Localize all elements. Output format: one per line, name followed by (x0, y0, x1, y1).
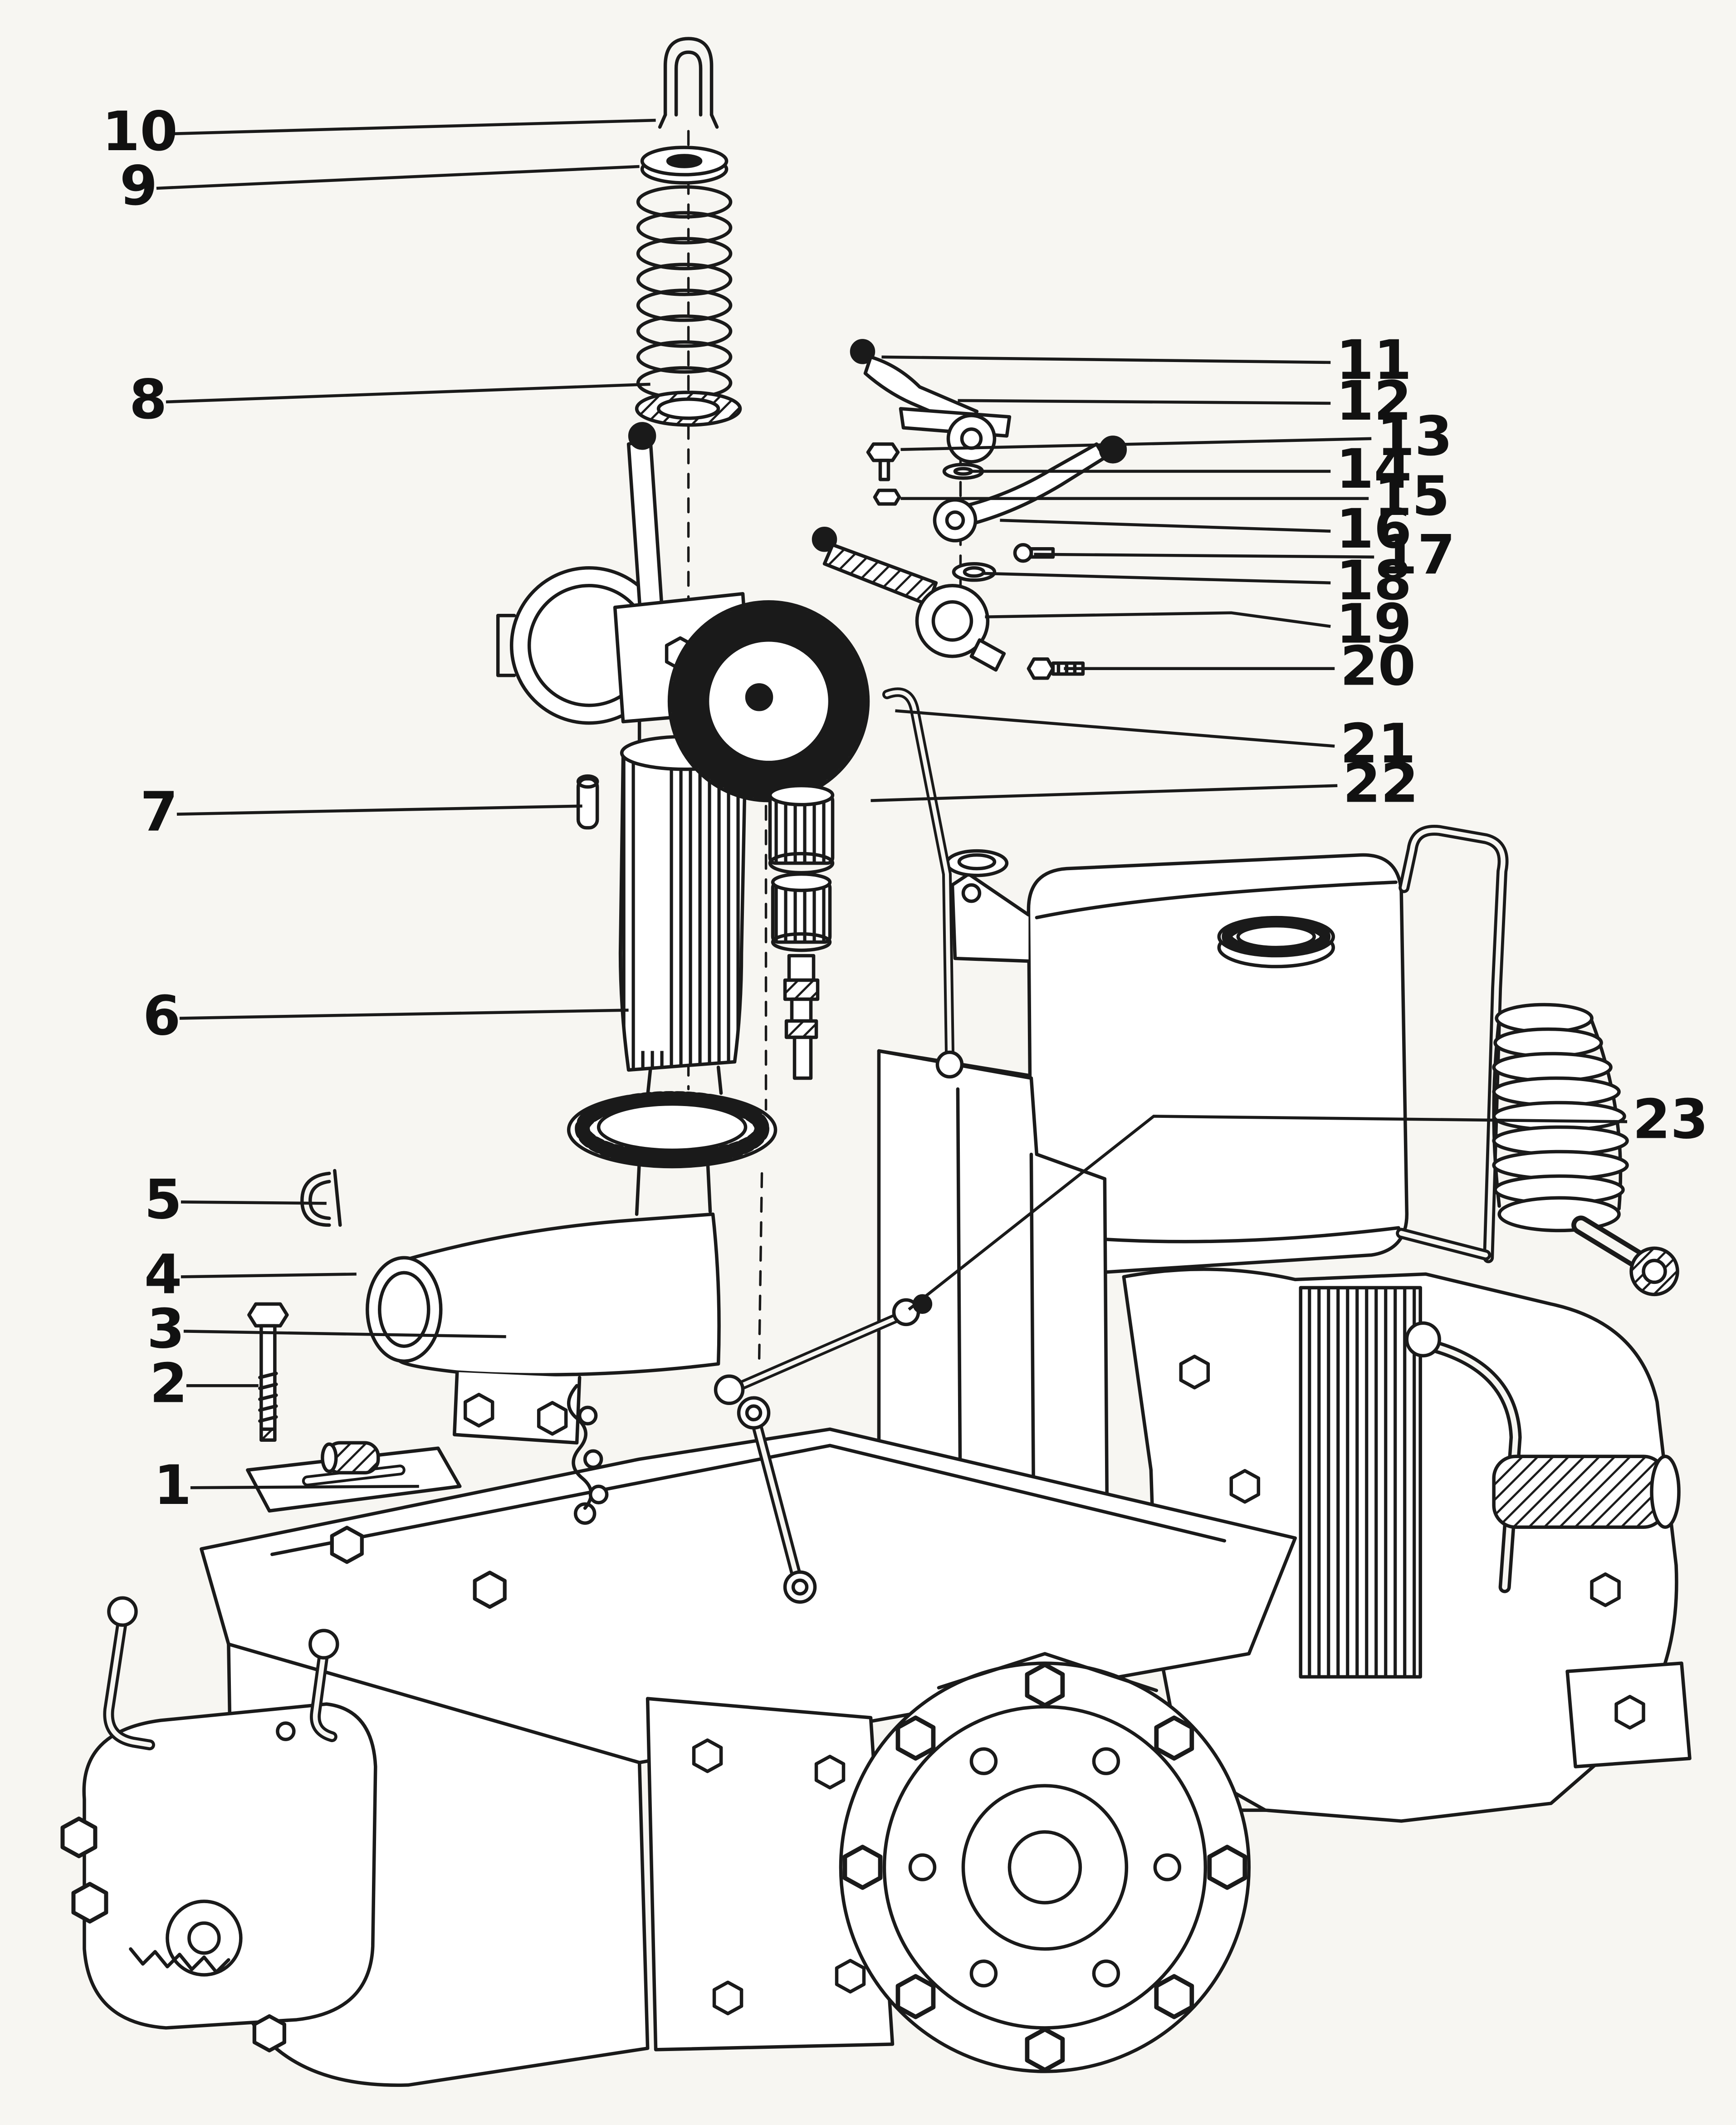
callout-leader-4 (181, 1273, 357, 1278)
control-rod (882, 687, 964, 1079)
air-cleaner-base (567, 1091, 778, 1216)
clutch-housing (839, 1652, 1251, 2073)
governor-linkage-parts (812, 339, 1127, 680)
callout-leader-18 (982, 572, 1331, 585)
callout-label-17: 17 (1379, 524, 1455, 587)
callout-label-20: 20 (1340, 635, 1416, 698)
callout-label-9: 9 (120, 155, 157, 218)
callout-leader-17 (1034, 553, 1374, 559)
callout-leader-21 (895, 709, 1335, 748)
carburettor-body (618, 698, 749, 1098)
link-rod (737, 1396, 817, 1604)
callout-label-11: 11 (1336, 329, 1412, 392)
callout-leader-11 (881, 355, 1331, 364)
callout-label-16: 16 (1336, 498, 1412, 561)
callout-leader-12 (958, 399, 1331, 405)
callout-label-12: 12 (1336, 370, 1412, 433)
callout-leader-1 (190, 1484, 419, 1489)
mounting-bracket (246, 1441, 462, 1513)
tie-rod (714, 1294, 933, 1405)
spring-washer (640, 146, 729, 185)
callout-leader-23 (908, 1115, 1628, 1311)
callout-leader-3 (183, 1330, 506, 1338)
callout-label-18: 18 (1336, 549, 1412, 612)
callout-label-4: 4 (144, 1243, 182, 1306)
carry-frame (1396, 824, 1509, 1263)
valve-spring (635, 185, 742, 427)
engine-foot-bracket (1565, 1661, 1692, 1768)
callout-label-15: 15 (1374, 465, 1450, 528)
retaining-clip (300, 1169, 342, 1227)
callout-leader-16 (1000, 519, 1331, 533)
fuel-tank (945, 849, 1408, 1276)
intake-bellows (1492, 1003, 1679, 1297)
pto-pump-unit (63, 1596, 377, 2051)
callout-label-23: 23 (1633, 1088, 1708, 1151)
callout-label-14: 14 (1336, 438, 1412, 501)
air-horn-disc (667, 600, 870, 803)
gearbox-front-cover (645, 1697, 895, 2052)
callout-leader-19 (985, 611, 1331, 628)
callout-label-2: 2 (150, 1352, 187, 1415)
callout-label-3: 3 (147, 1298, 185, 1361)
muffler (1492, 1454, 1681, 1529)
callout-leader-10 (168, 118, 656, 136)
callout-label-1: 1 (154, 1454, 191, 1517)
callout-label-13: 13 (1377, 405, 1452, 468)
callout-label-5: 5 (144, 1168, 182, 1231)
callout-label-6: 6 (143, 985, 181, 1048)
chain-links (567, 1384, 609, 1510)
intake-elbow (366, 1212, 721, 1445)
callout-leader-22 (870, 784, 1338, 802)
callout-leader-8 (166, 382, 650, 404)
callout-label-22: 22 (1343, 752, 1418, 815)
callout-leader-13 (900, 437, 1372, 451)
callout-label-10: 10 (102, 100, 178, 163)
callout-label-21: 21 (1340, 713, 1416, 776)
starter-handle (1405, 1321, 1522, 1593)
callout-leader-9 (156, 165, 640, 190)
mounting-bolt (247, 1302, 289, 1442)
callout-leader-7 (176, 804, 582, 816)
idle-pin (576, 774, 599, 830)
callout-leader-6 (179, 1009, 629, 1020)
callout-label-19: 19 (1336, 593, 1412, 656)
callout-label-8: 8 (129, 368, 167, 431)
top-pin (658, 37, 719, 129)
callout-label-7: 7 (140, 781, 178, 844)
bushings-shaft (768, 783, 835, 1080)
callout-leader-5 (181, 1200, 327, 1205)
